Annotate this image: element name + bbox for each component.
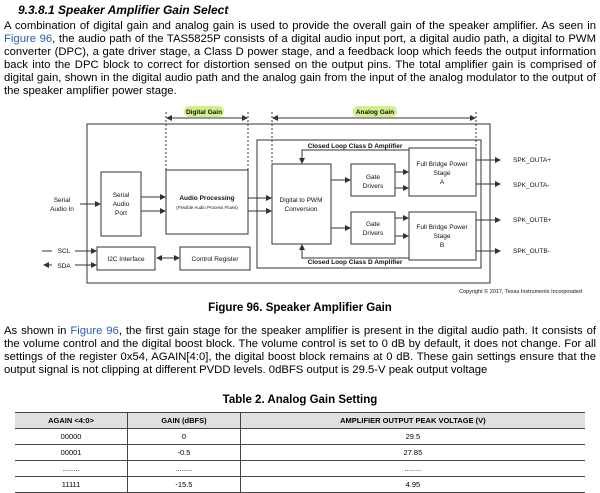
output-label: SPK_OUTB+ <box>513 217 552 224</box>
bridge-a-block <box>408 147 477 197</box>
output-label: SPK_OUTA+ <box>513 157 551 164</box>
output-label: SPK_OUTB- <box>513 248 550 255</box>
copyright: Copyright © 2017, Texas Instruments Inco… <box>459 288 582 295</box>
serial-audio-in-label: Audio In <box>50 206 74 213</box>
sda-label: SDA <box>57 263 71 270</box>
text: , the audio path of the TAS5825P consist… <box>4 33 596 97</box>
control-register-label: Control Register <box>192 256 240 263</box>
bridge-b-block <box>408 211 477 261</box>
cell: 29.5 <box>239 428 585 445</box>
cell: 0 <box>127 428 241 445</box>
audio-processing-sublabel: (Flexible Audio Process Flows) <box>176 205 238 210</box>
gate-drivers-label: Gate <box>366 221 380 228</box>
closed-loop-label: Closed Loop Class D Amplifier <box>308 259 403 266</box>
digital-gain-label: Digital Gain <box>186 109 222 116</box>
serial-audio-in-label: Serial <box>54 197 71 204</box>
intro-paragraph: A combination of digital gain and analog… <box>4 20 596 98</box>
text: As shown in <box>4 325 71 337</box>
figure-link[interactable]: Figure 96 <box>4 33 53 45</box>
serial-audio-port-label: Port <box>115 210 127 217</box>
bridge-a-label: Full Bridge Power <box>416 161 468 168</box>
gate-drivers-label: Gate <box>366 174 380 181</box>
serial-audio-port-label: Serial <box>113 192 130 199</box>
analog-gain-label: Analog Gain <box>356 109 394 116</box>
bridge-a-label: A <box>440 179 445 186</box>
gate-drivers-a-block <box>350 163 396 197</box>
amp-outline <box>256 139 482 269</box>
column-header: GAIN (dBFS) <box>127 412 241 429</box>
serial-audio-port-label: Audio <box>113 201 130 208</box>
table-row: ........................ <box>15 460 585 477</box>
cell: 27.85 <box>239 444 585 461</box>
audio-processing-block <box>165 169 249 235</box>
text: , the first gain stage for the speaker a… <box>4 325 596 376</box>
cell: 00000 <box>15 428 129 445</box>
bridge-b-label: Stage <box>434 233 451 240</box>
analog-gain-highlight <box>353 106 397 117</box>
figure-link[interactable]: Figure 96 <box>70 325 119 337</box>
bridge-a-label: Stage <box>434 170 451 177</box>
table-header-row: AGAIN <4:0> GAIN (dBFS) AMPLIFIER OUTPUT… <box>15 412 585 429</box>
column-header: AGAIN <4:0> <box>15 412 129 429</box>
i2c-label: I2C Interface <box>107 256 145 263</box>
cell: 11111 <box>15 476 129 493</box>
cell: ........ <box>239 460 585 477</box>
output-label: SPK_OUTA- <box>513 182 549 189</box>
cell: -0.5 <box>127 444 241 461</box>
dpc-label: Digital to PWM <box>280 197 323 204</box>
scl-label: SCL <box>58 248 71 255</box>
gain-paragraph: As shown in Figure 96, the first gain st… <box>4 325 596 377</box>
block-diagram: Digital Gain Analog Gain Serial Audio In… <box>42 106 582 295</box>
cell: 00001 <box>15 444 129 461</box>
audio-processing-label: Audio Processing <box>179 195 234 202</box>
gate-drivers-label: Drivers <box>363 230 384 237</box>
analog-gain-table: AGAIN <4:0> GAIN (dBFS) AMPLIFIER OUTPUT… <box>15 412 585 493</box>
control-register-block <box>179 246 251 271</box>
cell: 4.95 <box>239 476 585 493</box>
digital-gain-highlight <box>184 106 224 117</box>
column-header: AMPLIFIER OUTPUT PEAK VOLTAGE (V) <box>239 412 585 429</box>
text: A combination of digital gain and analog… <box>4 20 596 32</box>
cell: -15.5 <box>127 476 241 493</box>
figure-caption: Figure 96. Speaker Amplifier Gain <box>208 302 392 314</box>
bridge-b-label: B <box>440 242 444 249</box>
cell: ........ <box>15 460 129 477</box>
gate-drivers-label: Drivers <box>363 183 384 190</box>
serial-audio-port-block <box>100 171 142 237</box>
cell: ........ <box>127 460 241 477</box>
gate-drivers-b-block <box>350 211 396 245</box>
i2c-block <box>96 246 156 271</box>
table-title: Table 2. Analog Gain Setting <box>222 394 378 406</box>
dpc-label: Conversion <box>285 206 318 213</box>
dpc-block <box>271 163 332 245</box>
closed-loop-label: Closed Loop Class D Amplifier <box>308 143 403 150</box>
section-heading: 9.3.8.1 Speaker Amplifier Gain Select <box>18 3 229 17</box>
bridge-b-label: Full Bridge Power <box>416 224 468 231</box>
